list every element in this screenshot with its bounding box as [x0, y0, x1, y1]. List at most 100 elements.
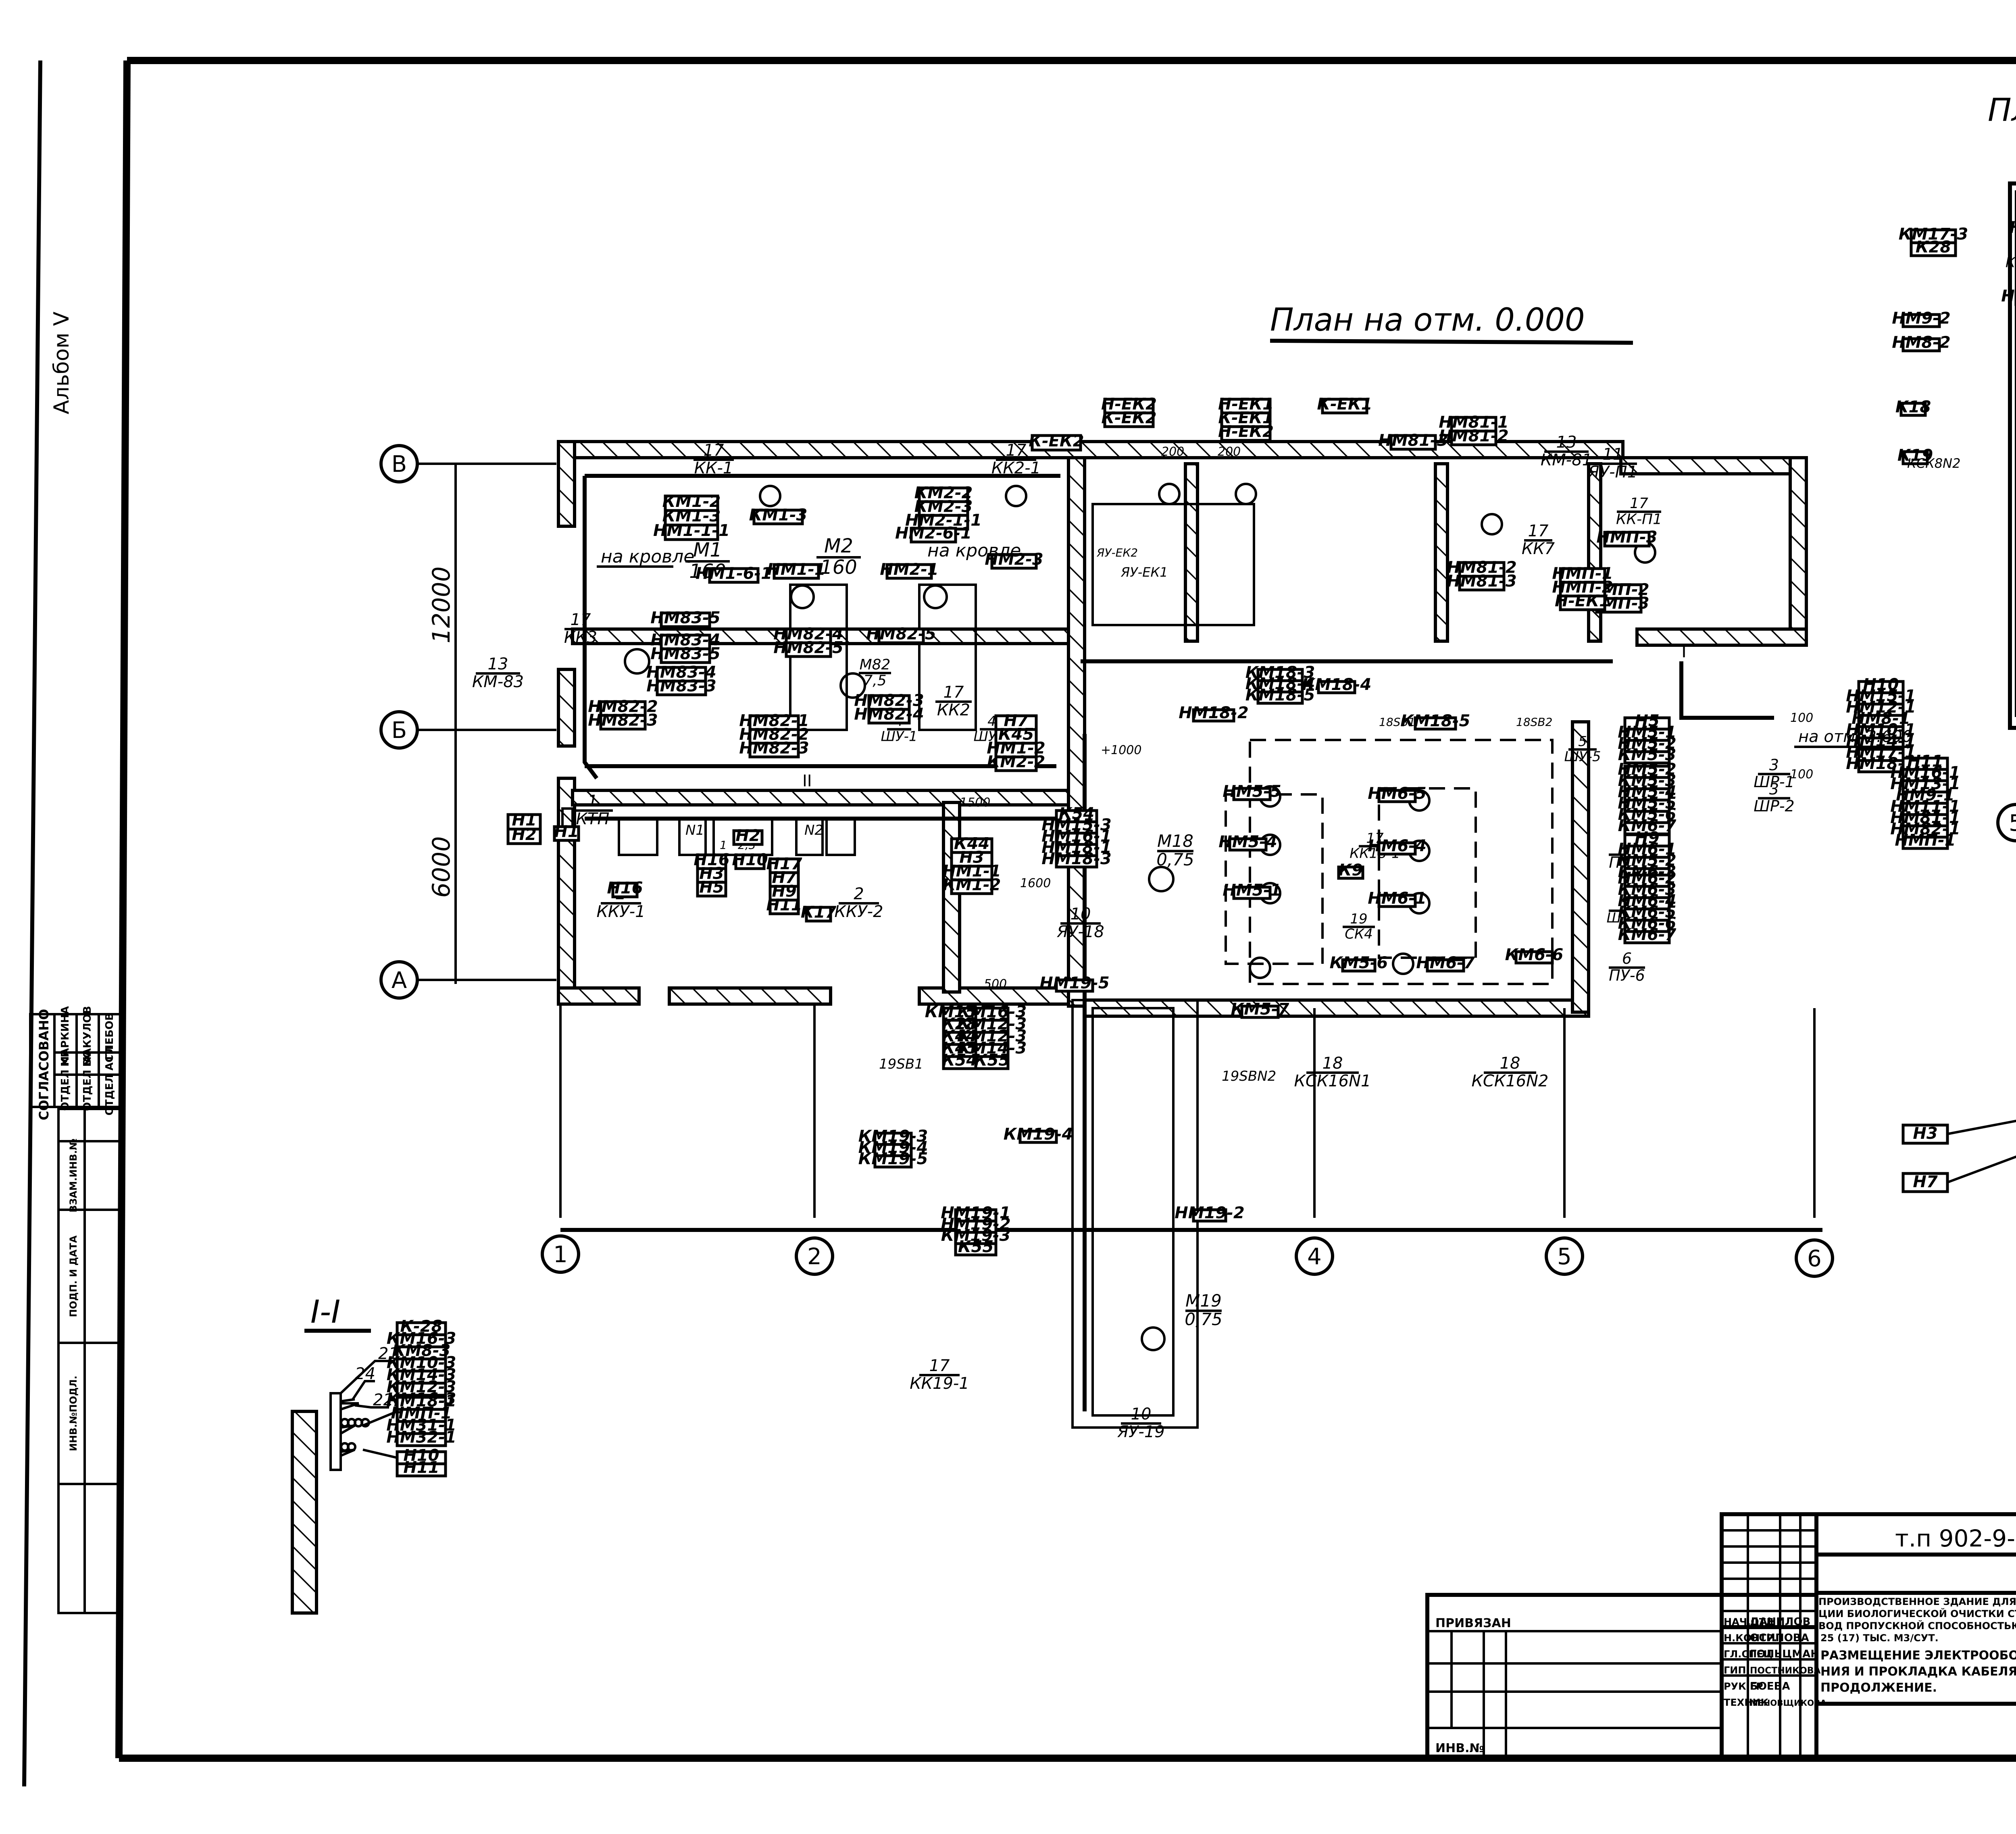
bound-label: ПРИВЯЗАН — [1435, 1616, 1511, 1630]
ya-ek1-label: ЯУ-ЕК1 — [1120, 565, 1168, 580]
box-kk2-1-label-bottom: КК2-1 — [991, 459, 1041, 477]
tag-entry: НМ82-5 — [866, 625, 936, 644]
album-label: Альбом V — [50, 311, 74, 414]
motor-m19-label-top: М19 — [1185, 1291, 1222, 1311]
tag-km5-6: КМ5-6 — [1330, 954, 1388, 973]
approval-stamp — [29, 1013, 122, 1614]
motor-m2-label-top: М2 — [824, 535, 853, 557]
tag-entry: К44 — [954, 835, 989, 853]
tag-entry: НМ19-1 — [941, 1204, 1010, 1222]
box-sk4-label-bottom: СК4 — [1345, 926, 1373, 942]
motor-symbols — [624, 483, 1656, 1351]
tag-entry: НМ2-1 — [880, 561, 939, 579]
axis-marker-col-2: 2 — [795, 1236, 834, 1276]
project-line-0: ПРОИЗВОДСТВЕННОЕ ЗДАНИЕ ДЛЯ СТАН- — [1818, 1596, 2016, 1607]
svg-text:6000: 6000 — [427, 836, 456, 898]
basement-cable-tags: КМ17-3К28НМ17-2НМ15-2НМ17-1НМ17-2КМ17-3Н… — [1892, 219, 2016, 465]
cut-mark-I: I — [1681, 641, 1687, 662]
to-basement-label: на отм.-3.600 — [1798, 727, 1912, 746]
tag-entry: НМ83-5 — [650, 609, 720, 627]
tag-entry: КМ5-6 — [1618, 805, 1677, 824]
tag-entry: КМ5-7 — [1231, 1000, 1289, 1019]
basement-plan — [2008, 181, 2016, 730]
box-kk3-label-bottom: КК3 — [564, 628, 597, 647]
dimension-200b: 200 — [1218, 445, 1241, 459]
staff-name-3: ПОСТНИКОВА — [1750, 1666, 1821, 1676]
box-yapi-label-top: 11 — [1603, 445, 1623, 464]
project-line-3: 25 (17) ТЫС. М3/СУТ. — [1820, 1632, 1939, 1644]
tag-entry: НМ83-4 — [646, 663, 716, 682]
tag-entry: КМ2-2 — [987, 753, 1045, 771]
staff-role-2: ГЛ.СПЕЦ — [1724, 1649, 1772, 1660]
tag-entry: НМ5-1 — [1223, 881, 1281, 900]
tag-entry: КМ5-3 — [1618, 771, 1677, 790]
tag-entry: КМ6-7 — [1618, 817, 1677, 835]
tag-entry: КМ19-4 — [858, 1138, 928, 1157]
tag-entry: К55 — [958, 1238, 993, 1256]
tag-entry: КМ2-3 — [914, 498, 973, 516]
basement-axis-col-5: 5 — [1996, 803, 2016, 842]
basement-equipment-labels: М171,5М1515,0М1615,0М83,0М93,0М121,1М131… — [2006, 254, 2016, 271]
field-vzam-inv: ВЗАМ.ИНВ.№ — [68, 1138, 79, 1212]
staff-name-2: ГОЛЬЦМАН — [1750, 1648, 1819, 1660]
svg-text:В: В — [392, 451, 407, 477]
axis-marker-col-6: 6 — [1795, 1238, 1834, 1278]
tag-entry: Н2 — [512, 825, 536, 844]
panel-shr1-label-bottom: ШР-1 — [1754, 773, 1794, 791]
tag-entry: КМ6-5 — [1618, 903, 1677, 921]
panel-shu2-label-top: 4 — [987, 713, 996, 729]
tag-nm2-6: НМ2-6-1 — [895, 524, 972, 544]
box-km81-label-top: 13 — [1556, 433, 1577, 452]
s2-left-tag: Н3 — [1901, 1119, 2016, 1145]
tag-entry: НМ1-1 — [942, 862, 1001, 881]
axis-grid — [403, 463, 1822, 1232]
basement-free-labels: КСК8N1 КСК8N2 КСК8N3 КСК8N4 на отм.0.000… — [1907, 456, 1960, 471]
svg-text:6: 6 — [1807, 1246, 1822, 1272]
approval-dept-vs: ОТДЕЛ ВС — [81, 1050, 94, 1111]
title-block-text: т.п 902-9-42.87 ЭМ ПРИВЯЗАН ИНВ.№ НАЧ.ОТ… — [1435, 1525, 2016, 1755]
tag-entry: Н16 — [694, 851, 729, 869]
section-1-title: I-I — [310, 1294, 340, 1330]
section-2-tags: Н3Н7Н5Н9Н17Н2 — [1901, 1119, 2016, 1193]
sheet-frame — [22, 57, 2016, 1787]
title-block — [1425, 1512, 2016, 1760]
svg-text:4: 4 — [1307, 1244, 1322, 1270]
tag-entry: КМ6-7 — [1618, 925, 1677, 944]
tag-entry: КМ6-6 — [1618, 914, 1677, 933]
tag-entry: НМ18-2 — [1179, 704, 1248, 722]
tag-entry: НМ5-4 — [1618, 783, 1677, 801]
tag-entry: НМ82-4 — [854, 705, 924, 724]
panel-pu6-label: 6ПУ-6 — [1609, 950, 1645, 984]
project-line-1: ЦИИ БИОЛОГИЧЕСКОЙ ОЧИСТКИ СТОЧНЫХ — [1818, 1608, 2016, 1619]
button-18sb2-label: 18SB2 — [1516, 715, 1552, 729]
box-ya18-label-bottom: ЯУ-18 — [1056, 923, 1104, 941]
tag-entry: НМ83-3 — [646, 677, 716, 696]
tag-entry: НМ1-1 — [767, 561, 826, 579]
tag-entry: КМ18-5 — [1245, 686, 1315, 704]
tag-entry: КМ12-3 — [387, 1378, 456, 1396]
approval-dept-kg: ОТДЕЛ КГ — [59, 1050, 71, 1111]
tag-entry: КМ19-5 — [858, 1150, 928, 1168]
tag-entry: НМ19-5 — [1039, 974, 1109, 992]
tag-entry: НМ82-2 — [739, 725, 809, 744]
field-inv-podl: ИНВ.№ПОДЛ. — [68, 1376, 79, 1451]
tag-entry: КМ12-3 — [957, 1027, 1027, 1046]
tag-nm81-3: НМ81-3 — [1378, 431, 1448, 451]
tag-entry: Н7 — [1913, 1173, 1937, 1191]
tag-entry: КМ14-3 — [957, 1039, 1027, 1058]
svg-text:Альбом V: Альбом V — [50, 311, 74, 414]
sheet-line-2: ПРОДОЛЖЕНИЕ. — [1820, 1681, 1937, 1695]
